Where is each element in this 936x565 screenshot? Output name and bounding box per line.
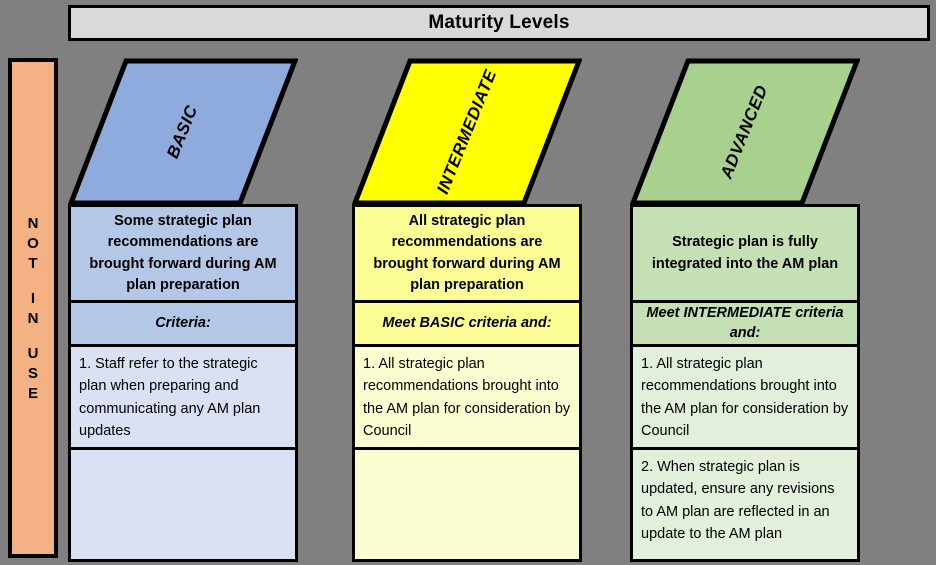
not-in-use-letters: N O T I N U S E [27, 213, 39, 403]
basic-criteria-label-cell: Criteria: [71, 300, 295, 344]
parallelogram-shape-icon [68, 58, 298, 206]
intermediate-box-stack: All strategic plan recommendations are b… [352, 204, 582, 562]
not-in-use-letter: T [28, 254, 38, 272]
basic-empty-cell [71, 447, 295, 559]
intermediate-criteria-item-1-text: 1. All strategic plan recommendations br… [363, 356, 571, 440]
intermediate-summary-cell: All strategic plan recommendations are b… [355, 207, 579, 300]
intermediate-criteria-label-cell: Meet BASIC criteria and: [355, 300, 579, 344]
basic-criteria-label: Criteria: [155, 314, 211, 331]
intermediate-summary-text: All strategic plan recommendations are b… [373, 213, 561, 293]
advanced-summary-text: Strategic plan is fully integrated into … [651, 234, 839, 272]
page-title: Maturity Levels [68, 5, 930, 41]
basic-summary-cell: Some strategic plan recommendations are … [71, 207, 295, 300]
advanced-box-stack: Strategic plan is fully integrated into … [630, 204, 860, 562]
intermediate-criteria-label: Meet BASIC criteria and: [382, 314, 552, 331]
basic-criteria-item-1: 1. Staff refer to the strategic plan whe… [71, 344, 295, 447]
maturity-level-basic: BASIC Some strategic plan recommendation… [68, 58, 298, 562]
basic-summary-text: Some strategic plan recommendations are … [89, 213, 277, 293]
not-in-use-column: N O T I N U S E [8, 58, 58, 558]
not-in-use-letter: U [27, 344, 39, 362]
maturity-level-intermediate: INTERMEDIATE All strategic plan recommen… [352, 58, 582, 562]
not-in-use-letter: E [27, 384, 38, 402]
not-in-use-letter: N [27, 309, 39, 327]
not-in-use-letter: S [27, 364, 38, 382]
advanced-criteria-item-1: 1. All strategic plan recommendations br… [633, 344, 857, 447]
intermediate-level-banner: INTERMEDIATE [352, 58, 582, 206]
advanced-level-banner: ADVANCED [630, 58, 860, 206]
advanced-summary-cell: Strategic plan is fully integrated into … [633, 207, 857, 300]
intermediate-criteria-item-1: 1. All strategic plan recommendations br… [355, 344, 579, 447]
basic-box-stack: Some strategic plan recommendations are … [68, 204, 298, 562]
advanced-criteria-label: Meet INTERMEDIATE criteria and: [646, 304, 844, 341]
not-in-use-letter: O [27, 234, 39, 252]
advanced-criteria-item-1-text: 1. All strategic plan recommendations br… [641, 356, 849, 440]
basic-level-banner: BASIC [68, 58, 298, 206]
not-in-use-letter: I [30, 289, 36, 307]
intermediate-empty-cell [355, 447, 579, 559]
basic-criteria-item-1-text: 1. Staff refer to the strategic plan whe… [79, 356, 261, 440]
advanced-criteria-item-2: 2. When strategic plan is updated, ensur… [633, 447, 857, 559]
maturity-level-advanced: ADVANCED Strategic plan is fully integra… [630, 58, 860, 562]
advanced-criteria-item-2-text: 2. When strategic plan is updated, ensur… [641, 459, 835, 543]
advanced-criteria-label-cell: Meet INTERMEDIATE criteria and: [633, 300, 857, 344]
not-in-use-letter: N [27, 214, 39, 232]
parallelogram-shape-icon [630, 58, 860, 206]
page-title-text: Maturity Levels [428, 12, 570, 33]
parallelogram-shape-icon [352, 58, 582, 206]
